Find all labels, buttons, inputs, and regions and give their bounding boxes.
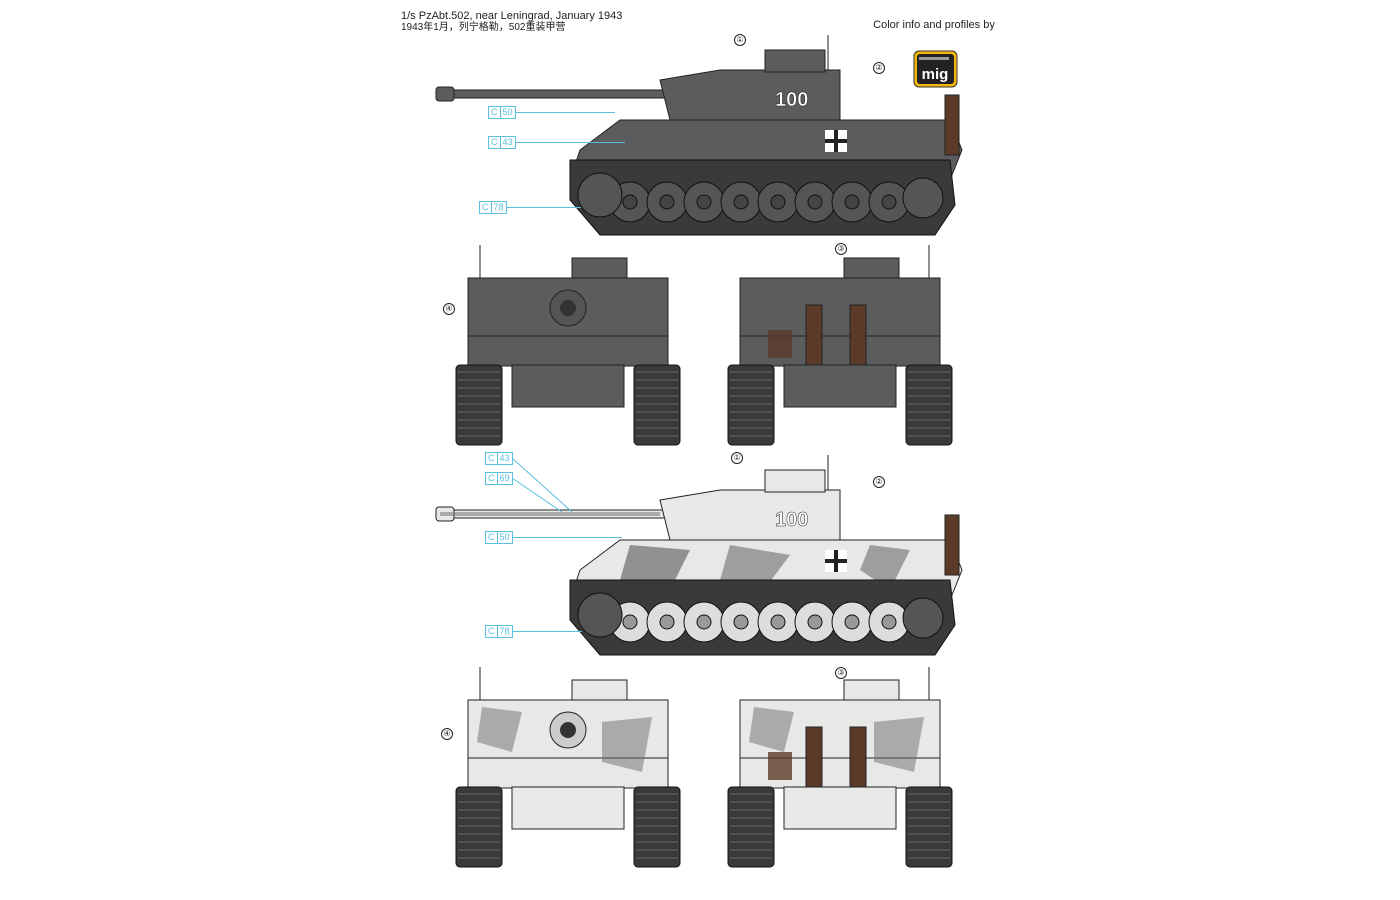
- left-track: [455, 364, 503, 446]
- wheel-hub: [622, 194, 638, 210]
- camo-patch: [874, 717, 924, 772]
- wheel-hub: [807, 194, 823, 210]
- camo-patch: [477, 707, 522, 752]
- muzzle-brake: [435, 86, 455, 102]
- exhaust: [944, 514, 960, 576]
- camo-patch: [620, 545, 690, 590]
- right-track: [633, 786, 681, 868]
- idler-wheel: [902, 177, 944, 219]
- left-track: [455, 786, 503, 868]
- wheel-hub: [622, 614, 638, 630]
- cupola: [843, 679, 900, 703]
- wheel-hub: [659, 614, 675, 630]
- wheel-hub: [733, 194, 749, 210]
- lower-hull: [511, 786, 625, 830]
- camo-patch: [749, 707, 794, 752]
- front-view-winter: [455, 667, 681, 868]
- wheel-hub: [844, 194, 860, 210]
- rear-view-grey: [727, 245, 953, 446]
- idler-wheel: [902, 597, 944, 639]
- right-track: [905, 364, 953, 446]
- front-view-grey: [455, 245, 681, 446]
- wheel-hub: [881, 194, 897, 210]
- turret-number: 100: [775, 89, 808, 111]
- wheel-hub: [733, 614, 749, 630]
- rear-view-winter: [727, 667, 953, 868]
- title-english: 1/s PzAbt.502, near Leningrad, January 1…: [401, 10, 623, 22]
- wheel-hub: [659, 194, 675, 210]
- cupola: [571, 679, 628, 703]
- camo-patch: [602, 717, 652, 772]
- wheel-hub: [696, 614, 712, 630]
- marker-3: ③: [835, 243, 847, 255]
- exhaust: [944, 94, 960, 156]
- gun-barrel: [441, 89, 673, 99]
- marker-1: ①: [734, 34, 746, 46]
- cupola: [571, 257, 628, 281]
- drive-sprocket: [577, 172, 623, 218]
- wheel-hub: [844, 614, 860, 630]
- marker-4: ④: [441, 728, 453, 740]
- ammo-mig-logo: mig: [913, 50, 958, 88]
- lower-hull: [511, 364, 625, 408]
- hull: [467, 335, 669, 367]
- marker-3: ③: [835, 667, 847, 679]
- marker-2: ②: [873, 62, 885, 74]
- drive-sprocket: [577, 592, 623, 638]
- marker-1: ①: [731, 452, 743, 464]
- wheel-hub: [770, 194, 786, 210]
- cupola: [764, 49, 826, 73]
- lower-hull: [783, 786, 897, 830]
- jerrycans: [768, 330, 792, 358]
- side-view-grey: 100: [435, 35, 963, 236]
- turret-number: 100: [775, 509, 808, 531]
- side-view-winter: 100: [435, 455, 963, 656]
- wheel-hub: [881, 614, 897, 630]
- jerrycans: [768, 752, 792, 780]
- marker-2: ②: [873, 476, 885, 488]
- left-track: [727, 786, 775, 868]
- turret: [659, 489, 841, 541]
- credit-text: Color info and profiles by: [873, 19, 995, 31]
- marker-4: ④: [443, 303, 455, 315]
- right-track: [905, 786, 953, 868]
- wheel-hub: [770, 614, 786, 630]
- camo-patch: [440, 512, 660, 516]
- turret: [659, 69, 841, 121]
- title-chinese: 1943年1月，列宁格勒，502重装甲营: [401, 22, 566, 33]
- wheel-hub: [807, 614, 823, 630]
- camo-patch: [860, 545, 910, 590]
- gun-muzzle: [560, 300, 576, 316]
- svg-text:mig: mig: [922, 66, 949, 83]
- turret: [739, 277, 941, 337]
- cupola: [843, 257, 900, 281]
- lower-hull: [783, 364, 897, 408]
- left-track: [727, 364, 775, 446]
- gun-muzzle: [560, 722, 576, 738]
- wheel-hub: [696, 194, 712, 210]
- right-track: [633, 364, 681, 446]
- cupola: [764, 469, 826, 493]
